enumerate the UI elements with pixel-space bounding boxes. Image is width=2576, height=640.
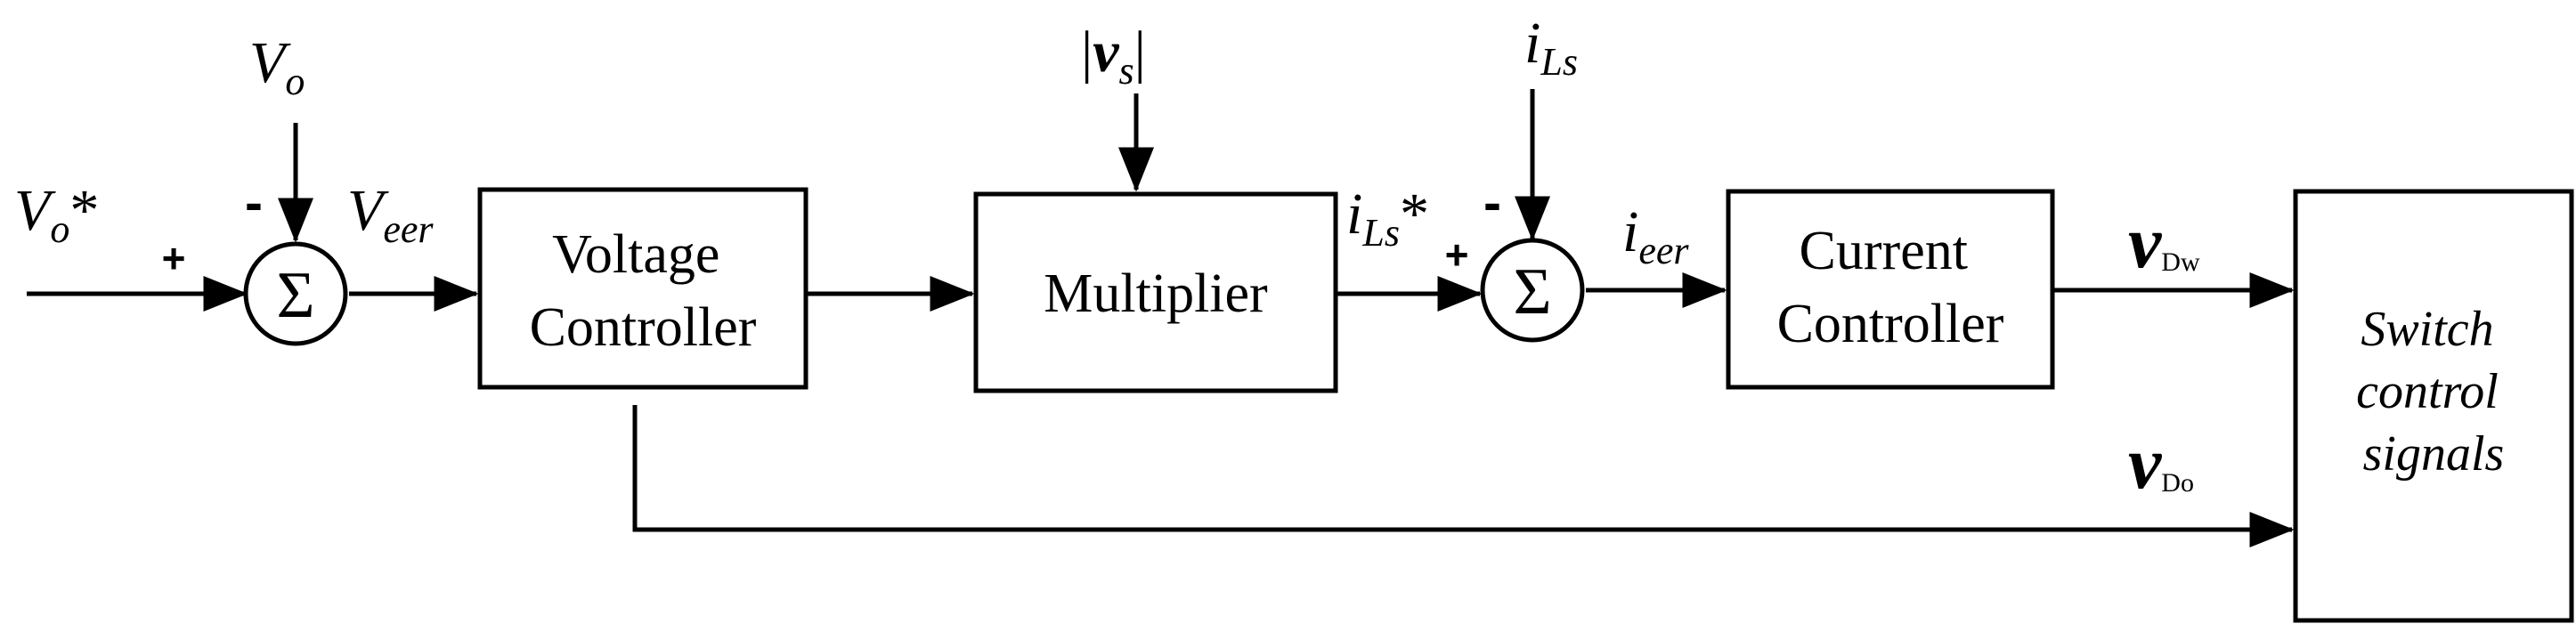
ils-main: i xyxy=(1524,11,1540,76)
vdo-main: v xyxy=(2128,422,2163,505)
multiplier-block xyxy=(973,191,1338,393)
voltage-controller-label: Voltage Controller xyxy=(530,224,757,358)
switch-control-block xyxy=(2293,189,2574,623)
sum1-plus-sign: + xyxy=(162,235,186,281)
vo-ref-sub: o xyxy=(50,207,69,251)
vs-bar-right: | xyxy=(1134,20,1146,85)
vo-sub: o xyxy=(285,60,305,103)
vo-feedback-label: Vo xyxy=(249,30,305,103)
sum-symbol-voltage: Σ xyxy=(276,259,314,332)
sum2-plus-sign: + xyxy=(1445,231,1469,278)
veer-label: Veer xyxy=(347,178,434,251)
vs-sub: s xyxy=(1119,49,1134,93)
veer-main: V xyxy=(347,178,389,243)
ieer-sub: eer xyxy=(1638,229,1689,272)
vdw-main: v xyxy=(2128,201,2163,284)
ieer-main: i xyxy=(1622,199,1638,264)
summing-junction-voltage xyxy=(243,241,348,346)
switch-control-label: Switch control signals xyxy=(2356,302,2511,482)
vo-ref-star: * xyxy=(69,178,99,243)
summing-junction-current xyxy=(1480,238,1585,343)
vs-magnitude-label: |vs| xyxy=(1081,20,1146,93)
switch-control-line-2: control xyxy=(2356,364,2499,419)
switch-control-line-1: Switch xyxy=(2361,302,2493,357)
vdw-label: vDw xyxy=(2128,201,2200,284)
current-controller-line-1: Current xyxy=(1800,221,1968,281)
sum2-minus-sign: - xyxy=(1483,173,1501,232)
vs-bar-left: | xyxy=(1081,20,1093,85)
vdo-sub: Do xyxy=(2161,468,2194,498)
ils-ref-main: i xyxy=(1346,182,1362,247)
vdo-label: vDo xyxy=(2128,422,2194,505)
sum1-minus-sign: - xyxy=(245,173,263,232)
ils-sub: Ls xyxy=(1540,40,1578,84)
ils-feedback-label: iLs xyxy=(1524,11,1578,84)
switch-control-line-3: signals xyxy=(2363,426,2505,482)
veer-sub: eer xyxy=(383,207,434,251)
multiplier-label: Multiplier xyxy=(1044,263,1268,324)
voltage-controller-line-2: Controller xyxy=(530,297,757,358)
vdw-sub: Dw xyxy=(2161,247,2200,277)
voltage-controller-line-1: Voltage xyxy=(552,224,719,285)
vo-ref-label: Vo* xyxy=(14,178,99,251)
vo-ref-main: V xyxy=(14,178,56,243)
ils-ref-sub: Ls xyxy=(1361,211,1400,255)
sum-symbol-current: Σ xyxy=(1513,255,1551,328)
vo-main: V xyxy=(249,30,291,95)
ils-ref-label: iLs* xyxy=(1346,182,1429,255)
ils-ref-star: * xyxy=(1400,182,1429,247)
ieer-label: ieer xyxy=(1622,199,1689,272)
wire-vdo xyxy=(632,405,2295,547)
current-controller-label: Current Controller xyxy=(1777,221,2004,354)
current-controller-line-2: Controller xyxy=(1777,294,2004,354)
current-controller-block xyxy=(1726,189,2055,390)
vs-main: v xyxy=(1093,20,1119,85)
voltage-controller-block xyxy=(477,187,809,390)
